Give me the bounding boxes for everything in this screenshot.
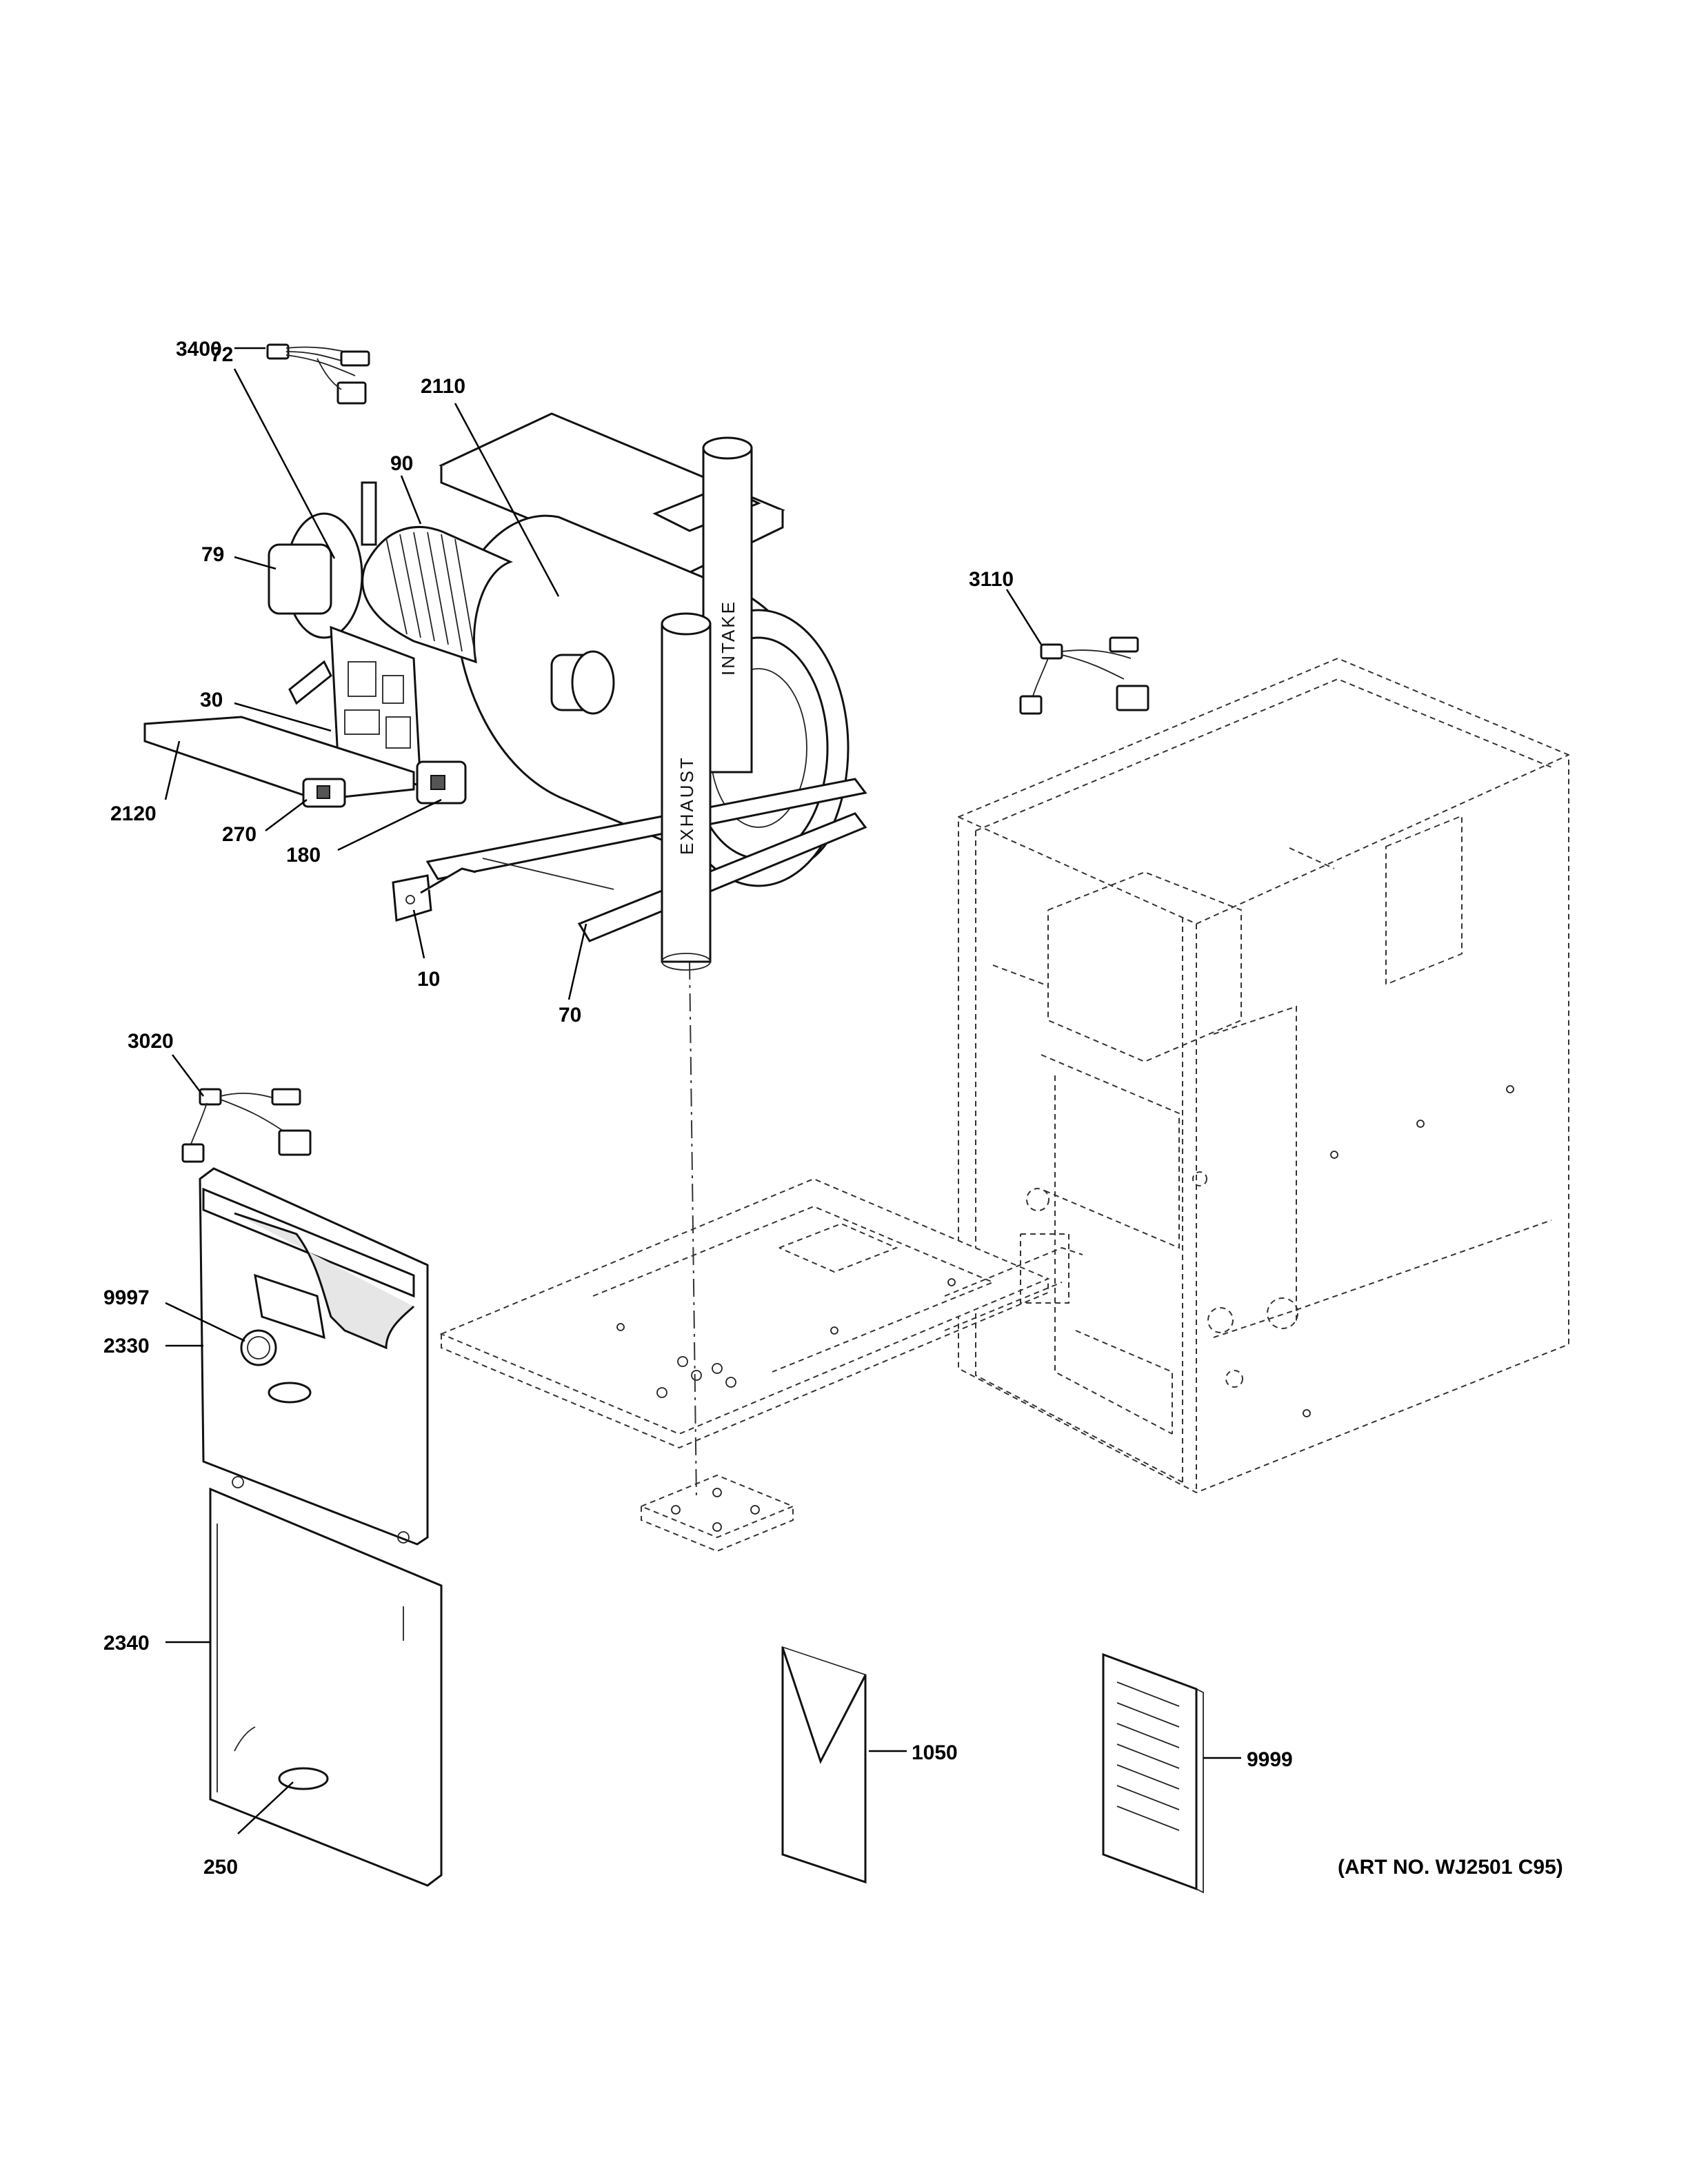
intake-pipe-label: INTAKE — [718, 600, 738, 676]
callout-2110: 2110 — [421, 375, 465, 398]
callout-9997: 9997 — [103, 1286, 150, 1309]
exhaust-pipe: EXHAUST — [661, 612, 712, 971]
callout-labels: 3400 2110 72 90 79 30 2120 270 180 10 70… — [103, 338, 1293, 1879]
envelope-1050 — [781, 1646, 867, 1884]
callout-3020: 3020 — [128, 1030, 174, 1053]
base-plate — [439, 1177, 1083, 1449]
callout-9999: 9999 — [1247, 1748, 1293, 1771]
callout-2120: 2120 — [110, 802, 157, 825]
callout-3400: 3400 — [176, 338, 222, 361]
alignment-line — [689, 961, 697, 1500]
callout-1050: 1050 — [912, 1741, 958, 1764]
dashed-bracket — [639, 1474, 795, 1553]
callout-90: 90 — [390, 452, 413, 475]
callout-70: 70 — [559, 1004, 581, 1027]
wire-harness-3110 — [1019, 636, 1149, 715]
furnace-cabinet — [958, 657, 1569, 1494]
art-number: (ART NO. WJ2501 C95) — [1338, 1856, 1563, 1879]
callout-2330: 2330 — [103, 1335, 150, 1357]
manual-9999 — [1102, 1652, 1204, 1894]
intake-pipe: INTAKE — [702, 436, 753, 774]
upper-door-panel — [199, 1167, 429, 1546]
lower-door-panel — [209, 1487, 443, 1887]
callout-250: 250 — [203, 1856, 238, 1879]
callout-270: 270 — [222, 823, 257, 846]
callout-3110: 3110 — [969, 568, 1014, 591]
leader-lines — [164, 347, 1241, 1834]
callout-10: 10 — [417, 968, 440, 991]
blower-assembly — [143, 412, 867, 942]
callout-72: 72 — [210, 343, 233, 366]
callout-79: 79 — [201, 543, 224, 566]
wire-harness-3400 — [266, 343, 370, 405]
callout-30: 30 — [200, 689, 223, 711]
exhaust-pipe-label: EXHAUST — [676, 756, 697, 855]
callout-2340: 2340 — [103, 1632, 150, 1655]
callout-180: 180 — [286, 844, 321, 867]
wire-harness-3020 — [181, 1088, 312, 1163]
